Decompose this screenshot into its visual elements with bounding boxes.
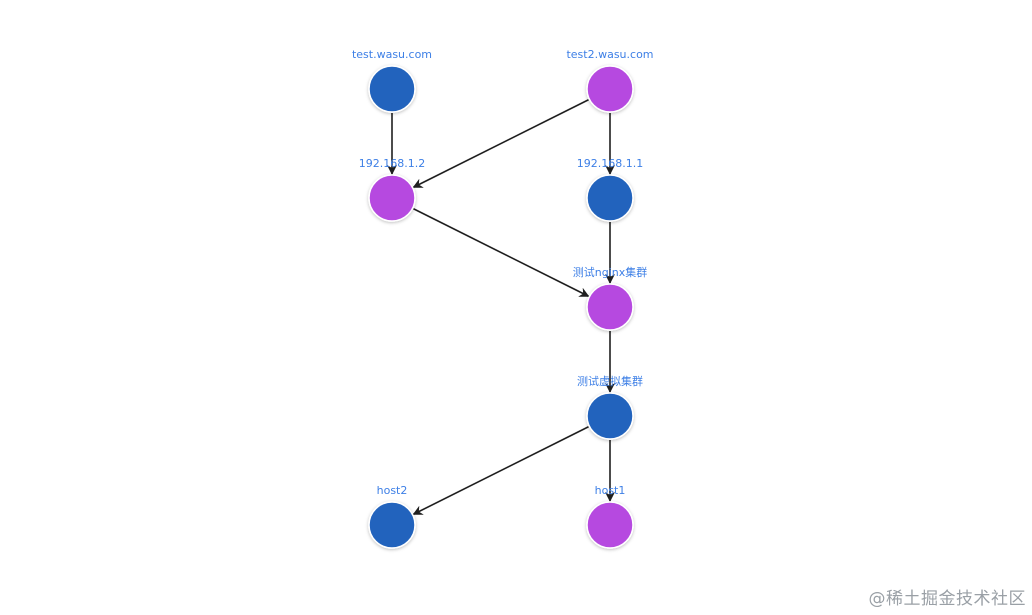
node-virtual_cluster[interactable] (586, 392, 634, 440)
node-label-host2: host2 (377, 484, 408, 497)
edges-layer (387, 99, 615, 515)
node-test_wasu[interactable] (368, 65, 416, 113)
node-label-test2_wasu: test2.wasu.com (566, 48, 653, 61)
edge-ip_1_2-to-nginx_cluster (413, 208, 590, 297)
node-label-nginx_cluster: 测试nginx集群 (573, 265, 648, 279)
node-nginx_cluster[interactable] (586, 283, 634, 331)
node-host2[interactable] (368, 501, 416, 549)
node-host1[interactable] (586, 501, 634, 549)
node-ip_1_2[interactable] (368, 174, 416, 222)
edge-test2_wasu-to-ip_1_2 (412, 99, 589, 188)
node-label-test_wasu: test.wasu.com (352, 48, 432, 61)
node-test2_wasu[interactable] (586, 65, 634, 113)
node-label-ip_1_2: 192.168.1.2 (359, 157, 425, 170)
node-label-host1: host1 (595, 484, 626, 497)
node-ip_1_1[interactable] (586, 174, 634, 222)
node-label-virtual_cluster: 测试虚拟集群 (577, 374, 643, 388)
watermark: @稀土掘金技术社区 (868, 589, 1026, 609)
nodes-layer (368, 65, 634, 549)
edge-virtual_cluster-to-host2 (412, 426, 589, 515)
labels-layer: test.wasu.com test2.wasu.com 192.168.1.2 19… (352, 48, 654, 497)
node-label-ip_1_1: 192.168.1.1 (577, 157, 643, 170)
